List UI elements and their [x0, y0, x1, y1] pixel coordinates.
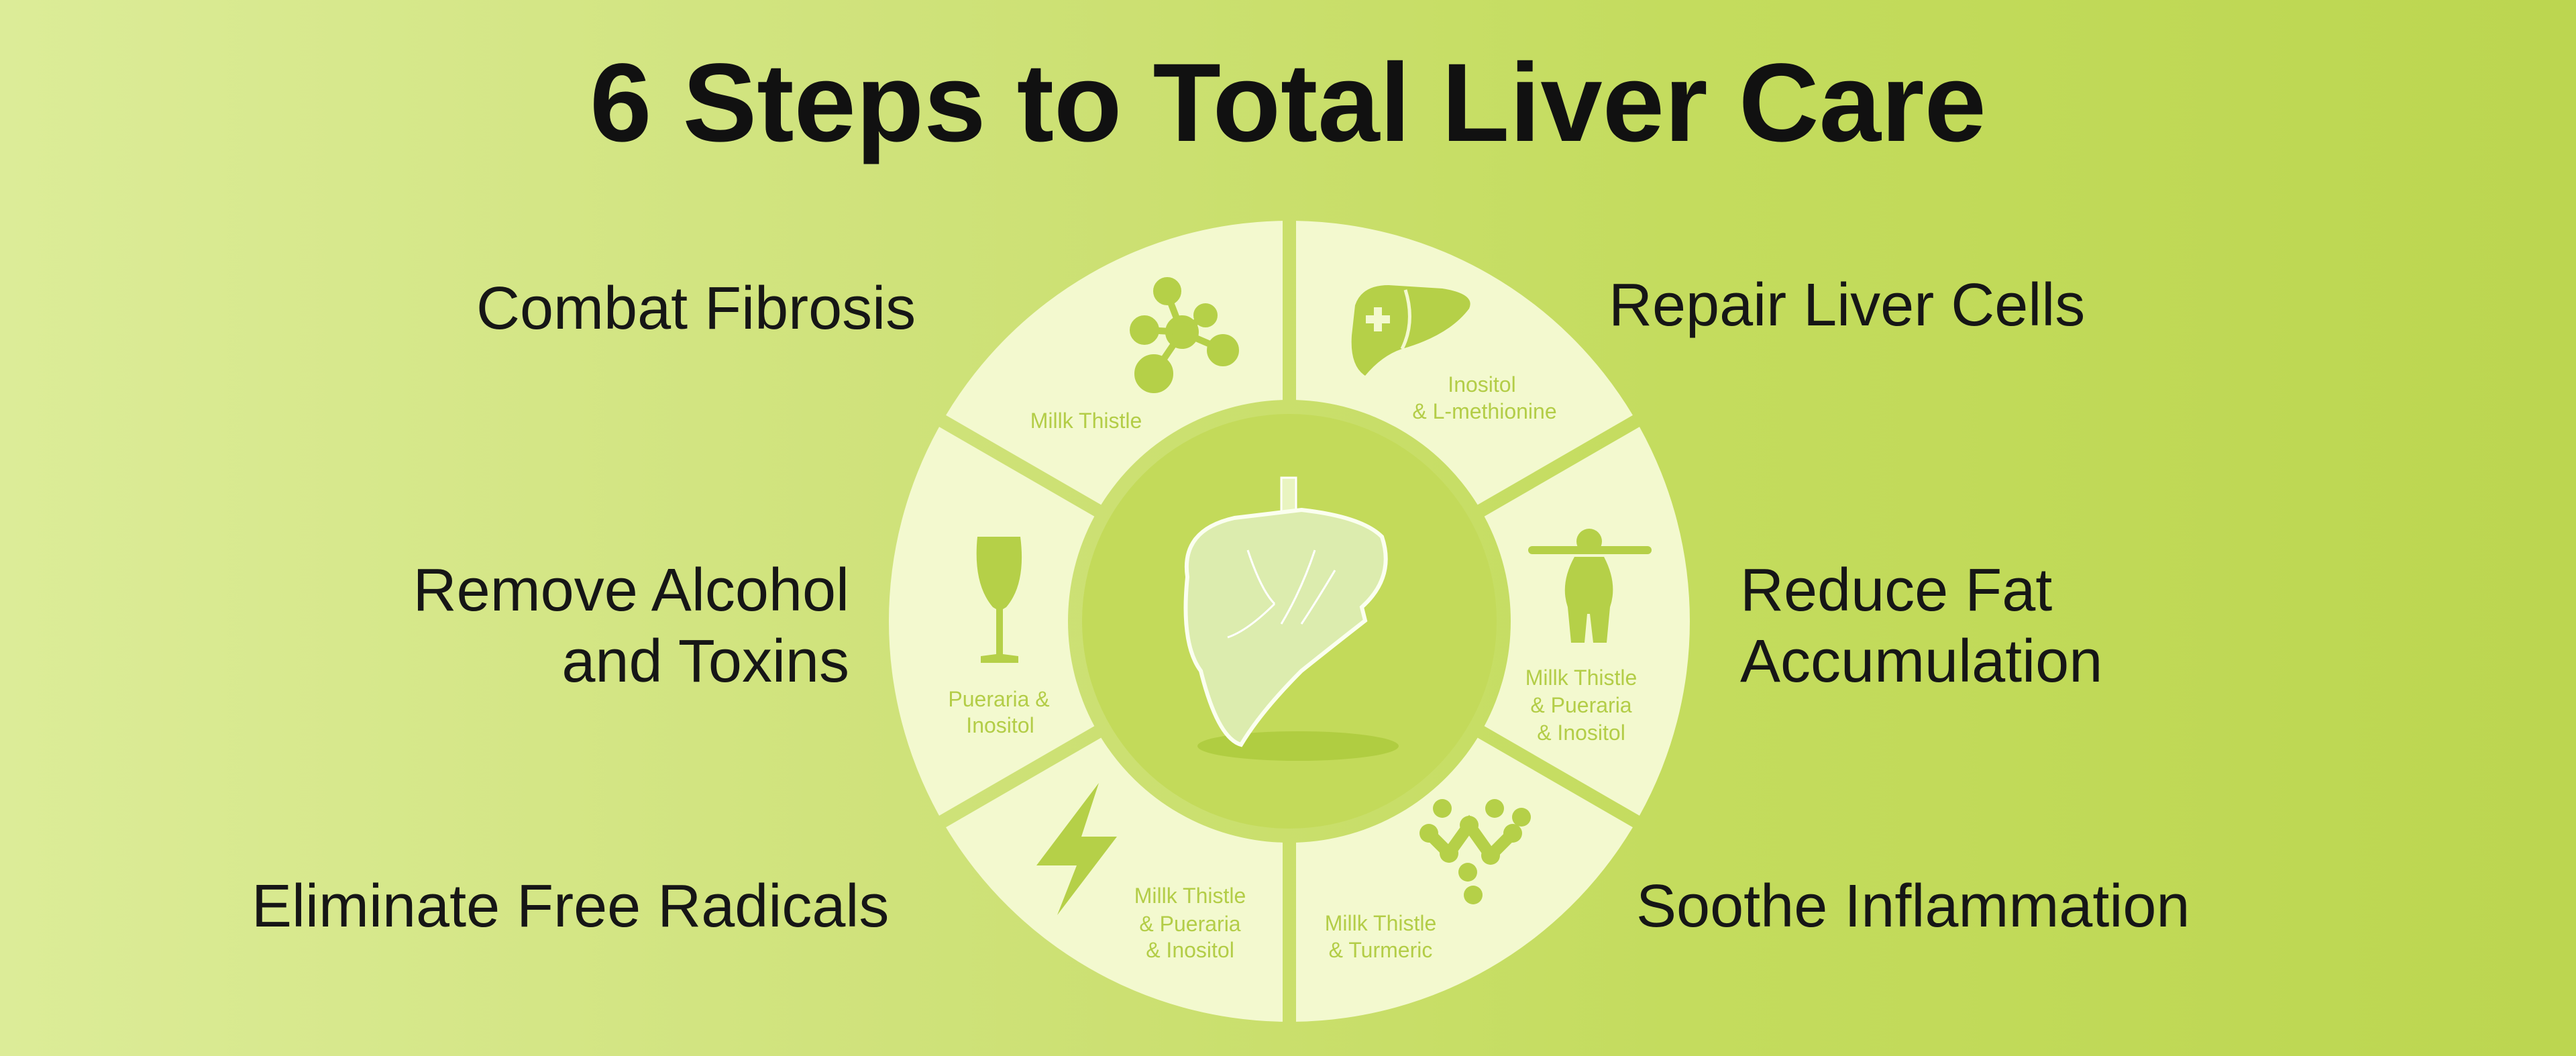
- ingredients-eliminate-line2: & Pueraria: [1139, 912, 1240, 936]
- step-label-eliminate-free-radicals: Eliminate Free Radicals: [252, 873, 889, 940]
- wine-glass-icon: [976, 537, 1022, 663]
- ingredients-eliminate-line1: Millk Thistle: [1134, 884, 1246, 908]
- wheel-segment-reduce-fat: [1484, 427, 1690, 816]
- ingredients-soothe-line1: Millk Thistle: [1325, 911, 1437, 935]
- ingredients-remove-alcohol-line1: Pueraria &: [948, 687, 1049, 711]
- step-label-reduce-fat-line1: Reduce Fat: [1740, 557, 2052, 624]
- ingredients-repair-line2: & L-methionine: [1412, 399, 1556, 423]
- ingredients-combat-fibrosis: Millk Thistle: [1030, 409, 1142, 433]
- step-label-reduce-fat-line2: Accumulation: [1740, 628, 2102, 695]
- ingredients-reduce-fat-line3: & Inositol: [1537, 721, 1625, 745]
- dots-network-icon: [1419, 799, 1531, 904]
- ingredients-repair-line1: Inositol: [1448, 372, 1515, 397]
- ingredients-soothe-line2: & Turmeric: [1329, 938, 1433, 962]
- wheel-segment-combat-fibrosis: [946, 221, 1283, 505]
- step-label-remove-alcohol-line1: Remove Alcohol: [413, 557, 849, 624]
- liver-plus-icon: [1351, 285, 1470, 376]
- wheel-segment-eliminate-free-radicals: [946, 737, 1283, 1022]
- ingredients-reduce-fat-line2: & Pueraria: [1530, 693, 1631, 717]
- step-label-remove-alcohol-line2: and Toxins: [561, 628, 849, 695]
- lightning-icon: [1036, 783, 1117, 915]
- step-label-combat-fibrosis: Combat Fibrosis: [476, 275, 916, 342]
- ingredients-eliminate-line3: & Inositol: [1146, 938, 1234, 962]
- person-icon: [1528, 529, 1652, 643]
- ingredients-remove-alcohol-line2: Inositol: [966, 713, 1034, 737]
- page-title: 6 Steps to Total Liver Care: [590, 41, 1986, 165]
- molecule-icon: [1130, 277, 1239, 393]
- steps-wheel: [888, 221, 1690, 1022]
- step-label-soothe-inflammation: Soothe Inflammation: [1636, 873, 2190, 940]
- ingredients-reduce-fat-line1: Millk Thistle: [1525, 666, 1638, 690]
- wheel-segment-remove-alcohol: [888, 427, 1095, 816]
- step-label-repair-liver-cells: Repair Liver Cells: [1609, 272, 2085, 339]
- liver-illustration: [1183, 476, 1399, 761]
